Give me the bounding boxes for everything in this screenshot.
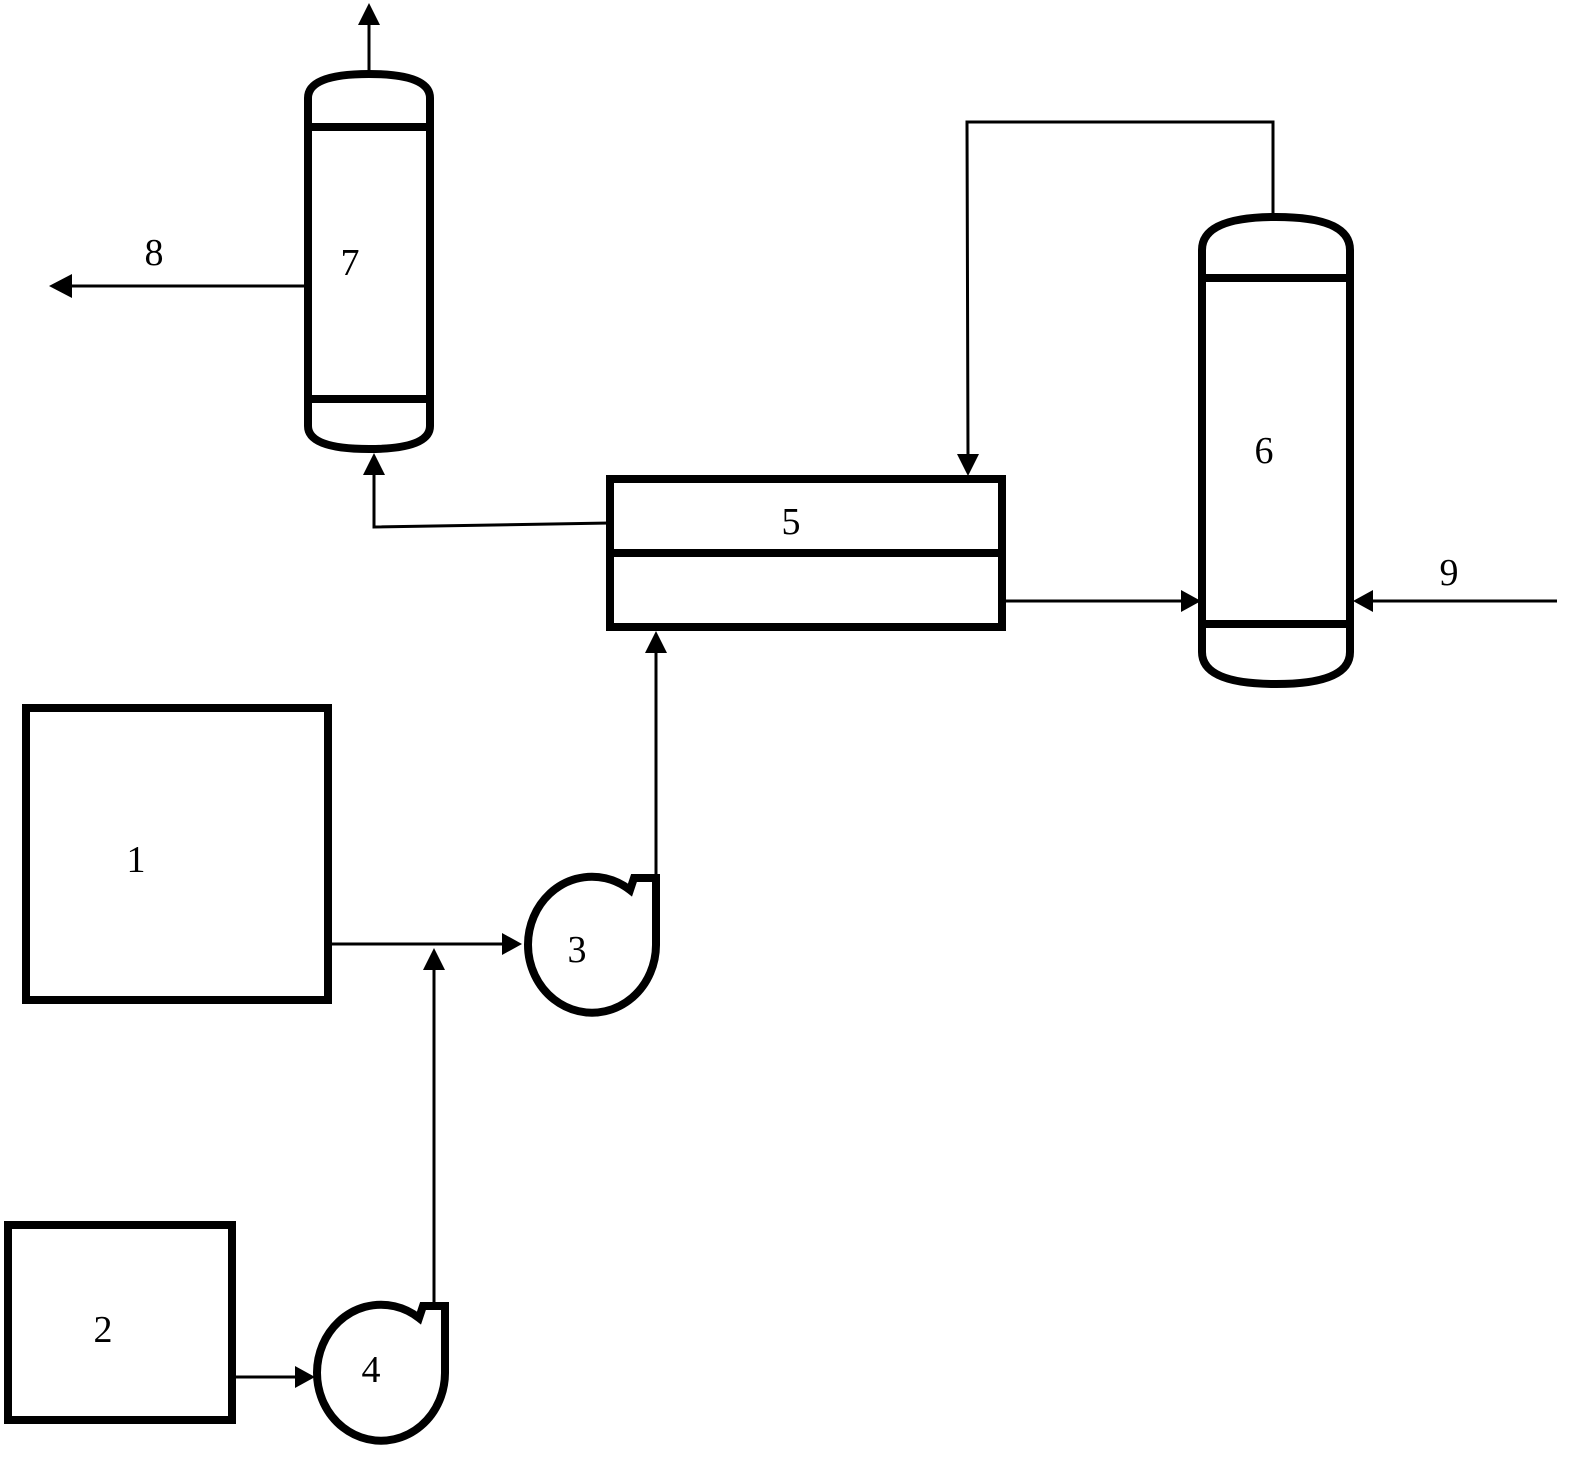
flow-pump3-to-exchanger5 [645,631,667,878]
flow-unit2-to-pump4 [234,1366,315,1388]
flow-exchanger5-to-column6 [1004,590,1201,612]
unit-7-label: 7 [341,242,360,284]
unit-3-pump: 3 [524,872,660,1017]
unit-3-label: 3 [568,929,587,971]
flow-unit1-to-pump3 [330,933,522,955]
stream-9-feed: 9 [1353,552,1557,612]
unit-2-tank: 2 [4,1221,236,1424]
unit-6-column: 6 [1198,212,1354,689]
stream-8-label: 8 [145,232,164,274]
unit-5-label: 5 [782,501,801,543]
unit-2-label: 2 [94,1309,113,1351]
unit-5-heat-exchanger: 5 [606,475,1006,631]
flow-pump4-to-junction [423,948,445,1306]
stream-9-label: 9 [1440,552,1459,594]
flow-column6-overhead-to-exchanger5 [957,120,1275,476]
unit-6-label: 6 [1255,430,1274,472]
column7-top-outlet [358,3,380,74]
unit-1-label: 1 [127,839,146,881]
stream-8-product: 8 [49,232,306,298]
flow-exchanger5-to-column7 [363,453,611,529]
unit-7-column: 7 [304,69,434,454]
unit-1-tank: 1 [22,704,332,1004]
unit-4-label: 4 [362,1349,381,1391]
unit-4-pump: 4 [313,1300,449,1445]
